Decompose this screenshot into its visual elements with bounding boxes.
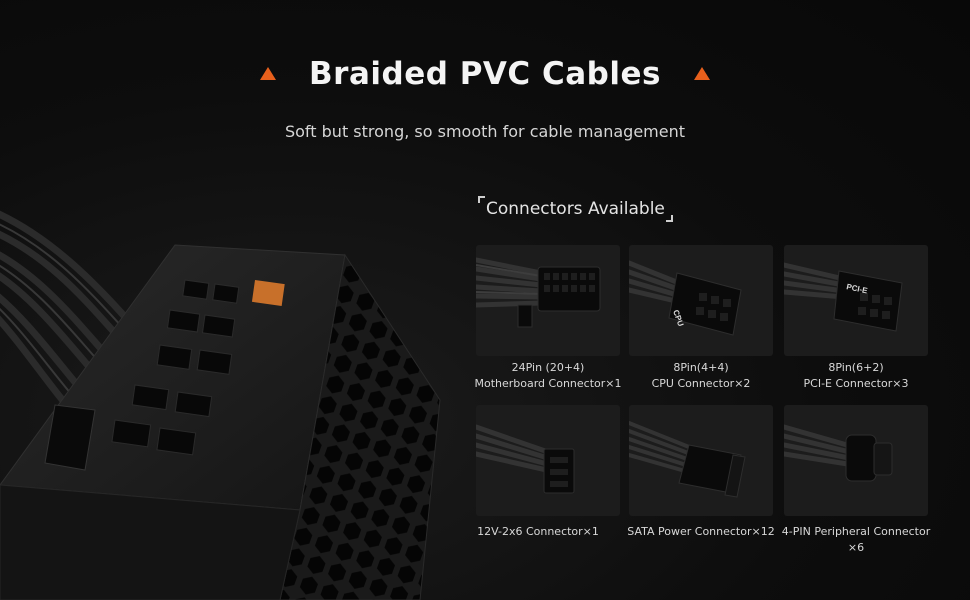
connector-caption-sata: SATA Power Connector×12 — [621, 524, 781, 540]
caption-line: ×6 — [847, 541, 865, 554]
12v-connector-icon — [476, 424, 575, 494]
caption-line: 8Pin(4+4) — [673, 361, 729, 374]
sata-connector-icon — [629, 421, 746, 498]
connectors-heading-text: Connectors Available — [486, 199, 665, 219]
pcie-plug-label: PCI-E — [846, 282, 869, 295]
caption-line: PCI-E Connector×3 — [803, 377, 909, 390]
caption-line: 8Pin(6+2) — [828, 361, 884, 374]
pcie-connector-icon: PCI-E — [784, 262, 903, 332]
connector-caption-pcie: 8Pin(6+2) PCI-E Connector×3 — [776, 360, 936, 392]
corner-bracket-icon — [478, 196, 485, 203]
connector-card-pcie: PCI-E — [784, 245, 928, 356]
page-title: Braided PVC Cables — [309, 56, 661, 92]
caption-line: 12V-2x6 Connector×1 — [477, 525, 599, 538]
connector-caption-12v: 12V-2x6 Connector×1 — [458, 524, 618, 540]
connectors-heading: Connectors Available — [478, 196, 673, 222]
connector-card-cpu: CPU — [629, 245, 773, 356]
24pin-connector-icon — [476, 257, 601, 328]
caption-line: 24Pin (20+4) — [511, 361, 585, 374]
cpu-connector-icon: CPU — [629, 260, 742, 336]
connector-card-sata — [629, 405, 773, 516]
psu-unit-illustration — [0, 210, 441, 600]
connector-caption-cpu: 8Pin(4+4) CPU Connector×2 — [621, 360, 781, 392]
molex-connector-icon — [784, 424, 893, 482]
connector-card-molex — [784, 405, 928, 516]
page-subtitle: Soft but strong, so smooth for cable man… — [284, 122, 685, 141]
title-row: Braided PVC Cables — [0, 52, 970, 96]
connector-caption-24pin: 24Pin (20+4) Motherboard Connector×1 — [468, 360, 628, 392]
connector-card-12v — [476, 405, 620, 516]
connector-caption-molex: 4-PIN Peripheral Connector ×6 — [776, 524, 936, 556]
caption-line: SATA Power Connector×12 — [627, 525, 775, 538]
triangle-icon — [694, 66, 711, 80]
corner-bracket-icon — [665, 215, 673, 222]
triangle-icon — [259, 66, 276, 80]
caption-line: Motherboard Connector×1 — [474, 377, 622, 390]
connector-card-24pin — [476, 245, 620, 356]
caption-line: 4-PIN Peripheral Connector — [781, 525, 931, 538]
caption-line: CPU Connector×2 — [651, 377, 751, 390]
